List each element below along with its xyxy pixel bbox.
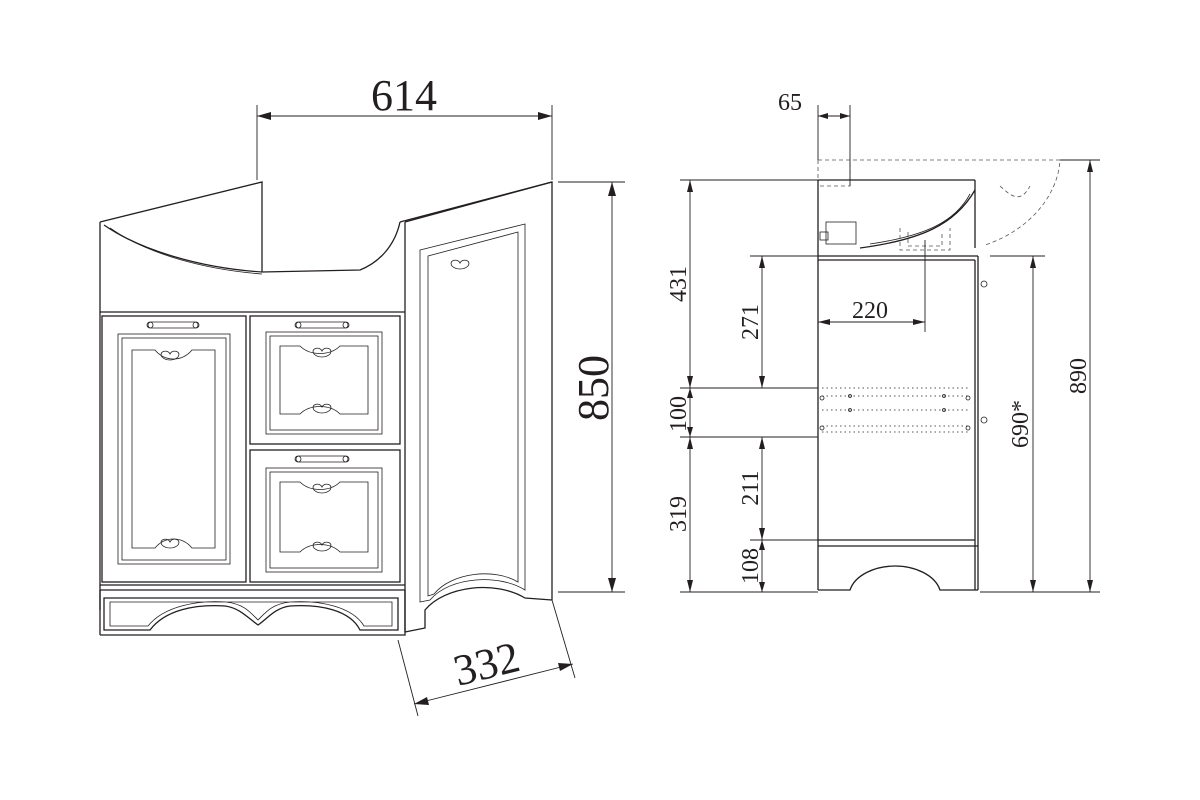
adjustable-height-dimension-label: 690* [1008, 400, 1034, 448]
width-dimension-label: 614 [371, 71, 437, 120]
upper-height-dimension-label: 431 [666, 266, 692, 302]
total-height-dimension-label: 890 [1066, 358, 1092, 394]
side-dimensions: 65 220 431 271 100 319 [666, 90, 1100, 593]
lower-inner-dimension-label: 211 [738, 470, 764, 505]
upper-inner-dimension-label: 271 [738, 304, 764, 340]
depth-dimension-label: 332 [449, 632, 525, 696]
plinth-dimension-label: 108 [738, 548, 764, 584]
overhang-dimension-label: 65 [778, 90, 802, 116]
cabinet-front-view [99, 181, 553, 636]
lower-height-dimension-label: 319 [666, 496, 692, 532]
height-dimension-label: 850 [569, 355, 618, 421]
cabinet-side-view [817, 159, 1061, 591]
front-dimensions: 614 850 332 [256, 71, 625, 717]
shelf-gap-dimension-label: 100 [666, 396, 692, 432]
basin-depth-dimension-label: 220 [852, 298, 888, 324]
